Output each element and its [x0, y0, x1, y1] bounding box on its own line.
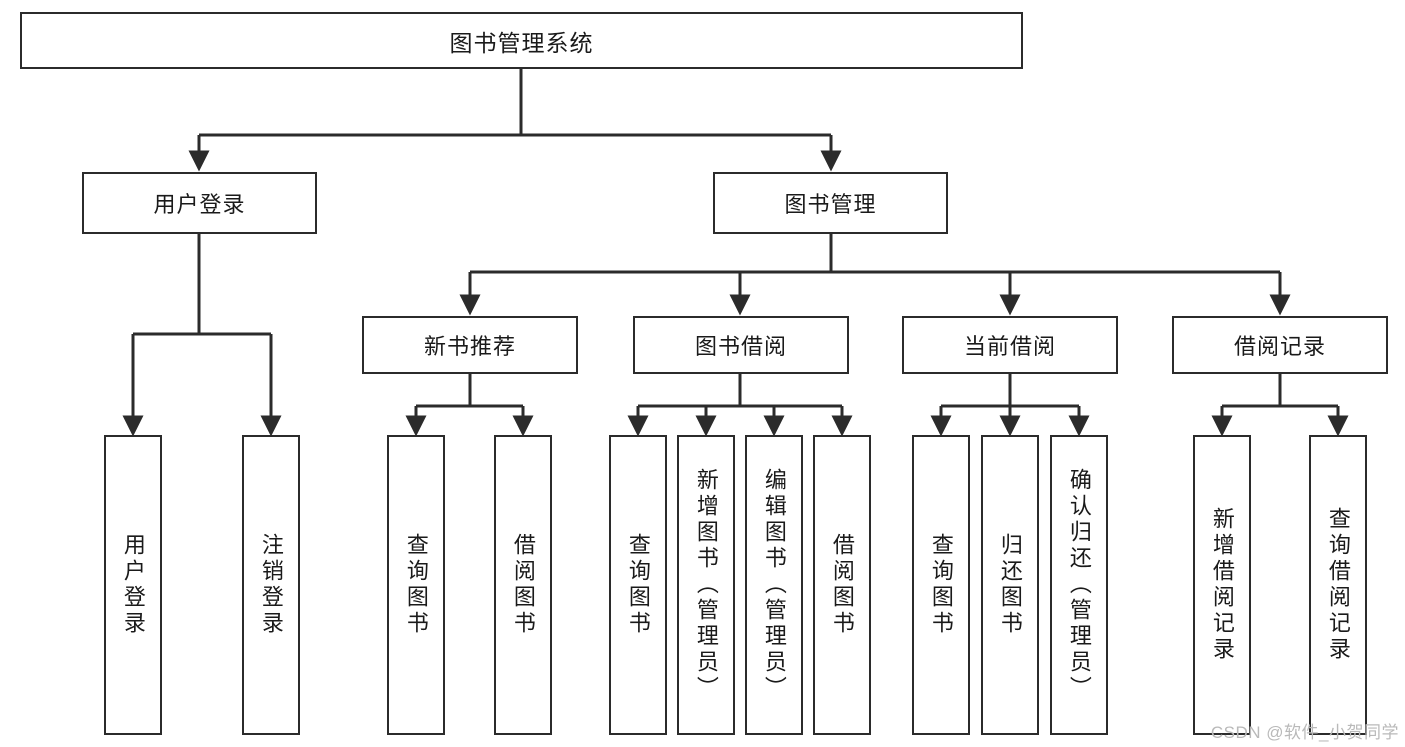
leaf-label: 用户登录 [120, 533, 146, 637]
node-root-label: 图书管理系统 [449, 29, 594, 56]
leaf-current-borrow-return[interactable]: 归还图书 [981, 435, 1039, 735]
leaf-label: 编辑图书（管理员） [761, 468, 787, 702]
leaf-user-login-logout[interactable]: 注销登录 [242, 435, 300, 735]
node-borrow-record[interactable]: 借阅记录 [1172, 316, 1388, 374]
node-new-book-recommend-label: 新书推荐 [423, 334, 516, 359]
leaf-book-borrow-add[interactable]: 新增图书（管理员） [677, 435, 735, 735]
leaf-new-book-borrow[interactable]: 借阅图书 [494, 435, 552, 735]
node-borrow-record-label: 借阅记录 [1233, 334, 1326, 359]
leaf-label: 新增借阅记录 [1209, 507, 1235, 663]
node-new-book-recommend[interactable]: 新书推荐 [362, 316, 578, 374]
node-book-borrow-label: 图书借阅 [694, 334, 787, 359]
node-user-login-label: 用户登录 [153, 192, 246, 217]
leaf-new-book-query[interactable]: 查询图书 [387, 435, 445, 735]
watermark: CSDN @软件_小贺同学 [1210, 723, 1399, 742]
node-book-management-label: 图书管理 [784, 192, 877, 217]
leaf-label: 查询借阅记录 [1325, 507, 1351, 663]
leaf-label: 借阅图书 [510, 533, 536, 637]
leaf-book-borrow-borrow[interactable]: 借阅图书 [813, 435, 871, 735]
leaf-borrow-record-add[interactable]: 新增借阅记录 [1193, 435, 1251, 735]
leaf-label: 确认归还（管理员） [1066, 468, 1092, 702]
leaf-book-borrow-query[interactable]: 查询图书 [609, 435, 667, 735]
node-current-borrow[interactable]: 当前借阅 [902, 316, 1118, 374]
leaf-current-borrow-query[interactable]: 查询图书 [912, 435, 970, 735]
leaf-label: 注销登录 [258, 533, 284, 637]
node-book-borrow[interactable]: 图书借阅 [633, 316, 849, 374]
leaf-label: 查询图书 [625, 533, 651, 637]
node-root[interactable]: 图书管理系统 [20, 12, 1023, 69]
leaf-label: 借阅图书 [829, 533, 855, 637]
leaf-current-borrow-confirm[interactable]: 确认归还（管理员） [1050, 435, 1108, 735]
node-current-borrow-label: 当前借阅 [963, 334, 1056, 359]
node-user-login[interactable]: 用户登录 [82, 172, 317, 234]
leaf-user-login-login[interactable]: 用户登录 [104, 435, 162, 735]
leaf-borrow-record-query[interactable]: 查询借阅记录 [1309, 435, 1367, 735]
node-book-management[interactable]: 图书管理 [713, 172, 948, 234]
leaf-label: 查询图书 [928, 533, 954, 637]
leaf-label: 新增图书（管理员） [693, 468, 719, 702]
leaf-label: 查询图书 [403, 533, 429, 637]
leaf-label: 归还图书 [997, 533, 1023, 637]
leaf-book-borrow-edit[interactable]: 编辑图书（管理员） [745, 435, 803, 735]
